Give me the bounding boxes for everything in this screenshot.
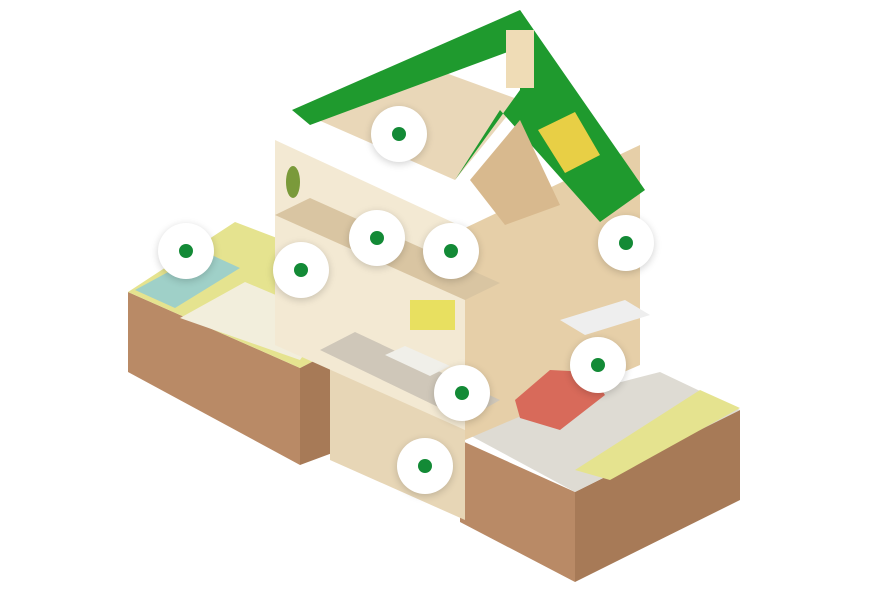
roof-beams [470,120,560,225]
hotspot-attic[interactable] [371,106,427,162]
left-ground-front [128,292,300,465]
hotspot-bathroom[interactable] [423,223,479,279]
dot-icon [294,263,308,277]
left-ground-side [300,350,335,465]
kitchen-cabinet [410,300,455,330]
kitchen-island [385,346,450,376]
right-ground-front [460,440,575,582]
chimney [506,30,534,88]
driveway [460,372,740,492]
dot-icon [418,459,432,473]
dot-icon [392,127,406,141]
hotspot-kitchen[interactable] [434,365,490,421]
dot-icon [370,231,384,245]
dot-icon [619,236,633,250]
garage-canopy [560,300,650,335]
hotspot-pool[interactable] [158,223,214,279]
dot-icon [591,358,605,372]
roof-left [292,10,540,125]
hotspot-upper-hall[interactable] [349,210,405,266]
dot-icon [455,386,469,400]
dot-icon [444,244,458,258]
hotspot-living-room[interactable] [273,242,329,298]
hotspot-basement[interactable] [397,438,453,494]
hotspot-bedroom[interactable] [598,215,654,271]
hotspot-garage[interactable] [570,337,626,393]
right-lawn [575,390,740,480]
plant [286,166,300,198]
dot-icon [179,244,193,258]
roof-right [455,10,645,222]
solar-panel [538,112,600,173]
pool [135,252,240,308]
right-ground-side [575,410,740,582]
